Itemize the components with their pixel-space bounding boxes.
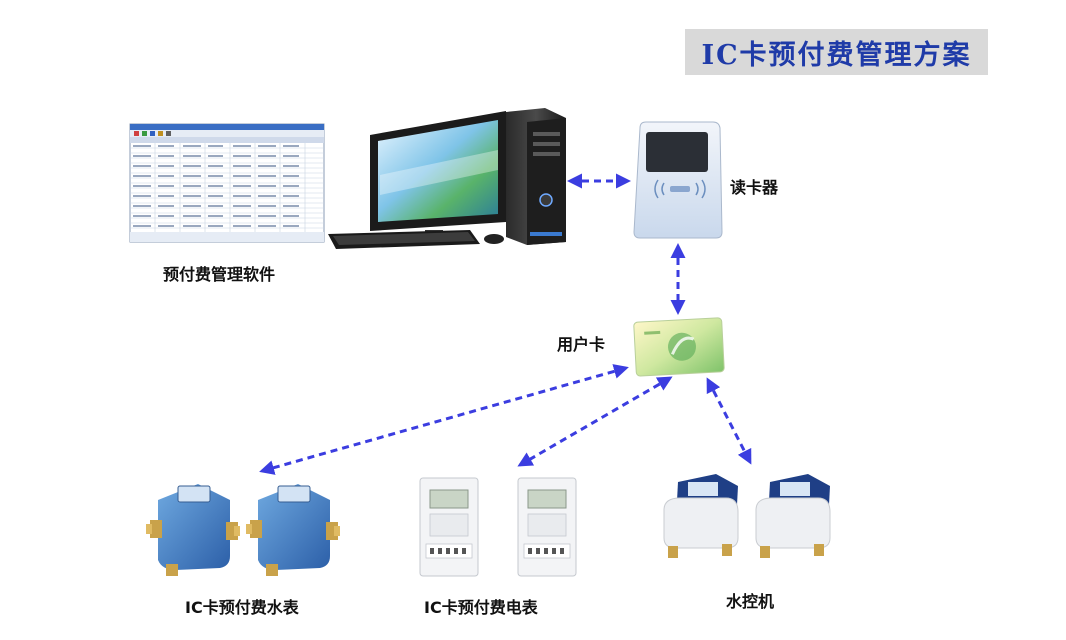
card-reader-icon bbox=[633, 121, 723, 239]
computer-icon bbox=[328, 108, 566, 249]
title-box: IC卡预付费管理方案 bbox=[685, 29, 988, 75]
label-software: 预付费管理软件 bbox=[163, 265, 276, 284]
arrow-card-electric-meter bbox=[517, 376, 673, 467]
electric-meter-icon bbox=[419, 477, 577, 577]
water-controller-icon bbox=[663, 474, 831, 558]
label-water-meter: IC卡预付费水表 bbox=[185, 598, 299, 617]
label-card-reader: 读卡器 bbox=[730, 178, 779, 197]
label-user-card: 用户卡 bbox=[557, 335, 606, 354]
diagram-title: IC卡预付费管理方案 bbox=[701, 39, 972, 71]
label-water-controller: 水控机 bbox=[726, 592, 775, 611]
software-screenshot-icon bbox=[129, 123, 325, 243]
water-meter-icon bbox=[146, 484, 340, 576]
arrow-card-water-meter bbox=[259, 364, 629, 475]
arrow-card-water-controller bbox=[706, 377, 752, 465]
user-card-icon bbox=[633, 317, 725, 377]
label-electric-meter: IC卡预付费电表 bbox=[424, 598, 538, 617]
